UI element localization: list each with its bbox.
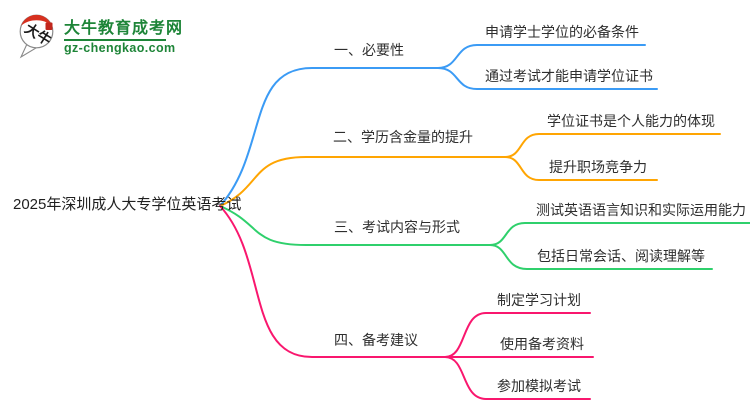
central-topic: 2025年深圳成人大专学位英语考试: [13, 196, 242, 213]
branch-3-line: [219, 205, 491, 246]
branch-1-label: 一、必要性: [334, 42, 404, 58]
branch-1-line: [219, 67, 439, 207]
branch-1-child-1-line: [437, 44, 646, 69]
logo-text-block: 大牛教育成考网 gz-chengkao.com: [64, 20, 183, 55]
logo-bubble-icon: 大牛: [19, 14, 54, 59]
logo-seal-icon: [45, 22, 53, 30]
logo-site-domain: gz-chengkao.com: [64, 41, 176, 55]
branch-4-child-1: 制定学习计划: [497, 292, 581, 308]
branch-4-line: [219, 205, 446, 358]
branch-4-label: 四、备考建议: [334, 332, 418, 348]
branch-2-label: 二、学历含金量的提升: [333, 129, 473, 145]
branch-4-child-2: 使用备考资料: [500, 336, 584, 352]
branch-3-child-2-line: [489, 244, 713, 270]
branch-4-child-1-line: [444, 312, 591, 358]
branch-4-child-3: 参加模拟考试: [497, 378, 581, 394]
logo-divider: [64, 39, 166, 41]
branch-2-child-1: 学位证书是个人能力的体现: [547, 113, 715, 129]
branch-3-child-1-line: [489, 222, 750, 246]
branch-2-child-2-line: [504, 156, 658, 181]
branch-2-child-1-line: [504, 133, 721, 158]
branch-3-child-1: 测试英语语言知识和实际运用能力: [536, 202, 746, 218]
branch-2-line: [219, 156, 506, 207]
branch-1-child-2-line: [437, 67, 658, 90]
site-logo: 大牛 大牛教育成考网 gz-chengkao.com: [17, 11, 183, 59]
logo-site-name: 大牛教育成考网: [64, 20, 184, 37]
branch-2-child-2: 提升职场竞争力: [549, 159, 647, 175]
branch-3-label: 三、考试内容与形式: [334, 219, 460, 235]
branch-3-child-2: 包括日常会话、阅读理解等: [537, 248, 705, 264]
branch-4-child-3-line: [444, 356, 591, 400]
logo-red-cap: [21, 14, 52, 26]
branch-1-child-1: 申请学士学位的必备条件: [485, 24, 639, 40]
branch-1-child-2: 通过考试才能申请学位证书: [485, 68, 653, 84]
